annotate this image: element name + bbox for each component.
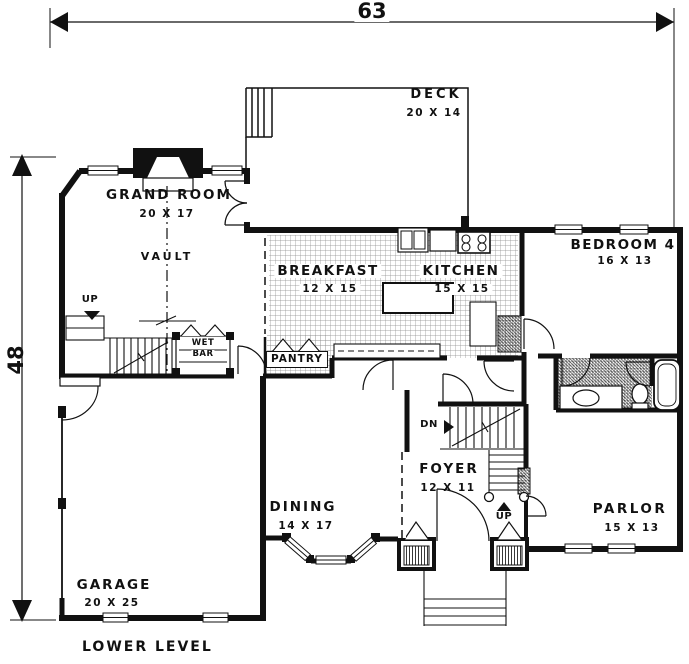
entry-sidelight <box>397 520 436 571</box>
parlor-label: PARLOR <box>592 501 668 517</box>
hall-door <box>237 345 267 375</box>
grand-room-size: 20 X 17 <box>139 208 195 220</box>
chimney <box>461 216 469 232</box>
porch-steps <box>423 569 507 626</box>
kitchen-counter <box>333 301 497 359</box>
fireplace <box>133 148 203 192</box>
deck-size: 20 X 14 <box>406 107 462 119</box>
cooktop <box>457 231 491 254</box>
up-arrow-basement <box>84 311 100 320</box>
parlor-window <box>564 543 593 554</box>
kitchen-label: KITCHEN <box>419 264 503 278</box>
dining-size: 14 X 17 <box>278 520 334 532</box>
up-label-basement: UP <box>81 294 99 305</box>
bay-window <box>350 536 378 562</box>
bedroom-window <box>619 224 649 235</box>
hall-closet <box>497 315 522 353</box>
garage-left-wall <box>58 406 66 620</box>
french-doors-grand-room <box>224 180 248 226</box>
bath-door <box>561 357 591 387</box>
basement-stairs <box>65 315 173 376</box>
kitchen-fixtures <box>333 216 497 359</box>
deck-label: DECK <box>410 87 462 102</box>
breakfast-dining-door <box>362 359 394 391</box>
front-door <box>436 488 490 542</box>
parlor-window <box>607 543 636 554</box>
garage-window <box>202 612 229 623</box>
bathtub <box>653 359 681 411</box>
garage-window <box>102 612 129 623</box>
grand-room-window <box>211 165 243 176</box>
doors <box>59 180 651 542</box>
grand-room-label: GRAND ROOM <box>106 187 232 203</box>
dn-label: DN <box>420 419 438 430</box>
wet-bar-label-line2: BAR <box>191 349 215 359</box>
breakfast-label: BREAKFAST <box>274 264 382 278</box>
entry <box>397 520 529 626</box>
up-arrow-main <box>497 502 511 511</box>
windows <box>87 165 649 623</box>
dining-label: DINING <box>269 499 337 515</box>
bay-window <box>284 536 312 562</box>
vault-label: VAULT <box>137 251 197 263</box>
bedroom4-size: 16 X 13 <box>597 255 653 267</box>
bedroom-window <box>554 224 583 235</box>
width-dimension: 63 <box>354 0 390 22</box>
bedroom4-label: BEDROOM 4 <box>570 237 676 253</box>
garage-size: 20 X 25 <box>84 597 140 609</box>
garage-label: GARAGE <box>76 577 152 593</box>
refrigerator <box>429 229 457 252</box>
drawing-title: LOWER LEVEL <box>82 639 213 655</box>
dn-arrow <box>444 420 454 434</box>
wet-bar-label-line1: WET <box>190 338 216 348</box>
parlor-size: 15 X 13 <box>604 522 660 534</box>
vanity-sink <box>559 385 623 410</box>
bedroom-door <box>523 318 555 350</box>
dashed-lines <box>139 186 406 538</box>
height-dimension: 48 <box>3 345 28 375</box>
bathroom <box>559 359 681 411</box>
up-label-main: UP <box>495 511 513 522</box>
entry-sidelight <box>490 520 529 571</box>
kitchen-size: 15 X 15 <box>431 283 493 296</box>
kitchen-hall-door <box>483 360 515 392</box>
foyer-size: 12 X 11 <box>420 482 476 494</box>
grand-room-window <box>87 165 119 176</box>
breakfast-size: 12 X 15 <box>299 283 361 296</box>
toilet <box>631 383 649 410</box>
parlor-door <box>525 495 547 517</box>
foyer-label: FOYER <box>419 461 479 477</box>
bath-compartment-door <box>625 361 651 387</box>
foyer-hall-door <box>442 373 474 405</box>
bay-window-posts <box>282 533 380 563</box>
garage-side-door <box>59 376 101 421</box>
closets <box>497 315 531 495</box>
deck-outline <box>245 87 469 228</box>
pantry-label: PANTRY <box>266 351 328 369</box>
bay-window <box>315 555 347 565</box>
kitchen-sink <box>397 227 429 253</box>
